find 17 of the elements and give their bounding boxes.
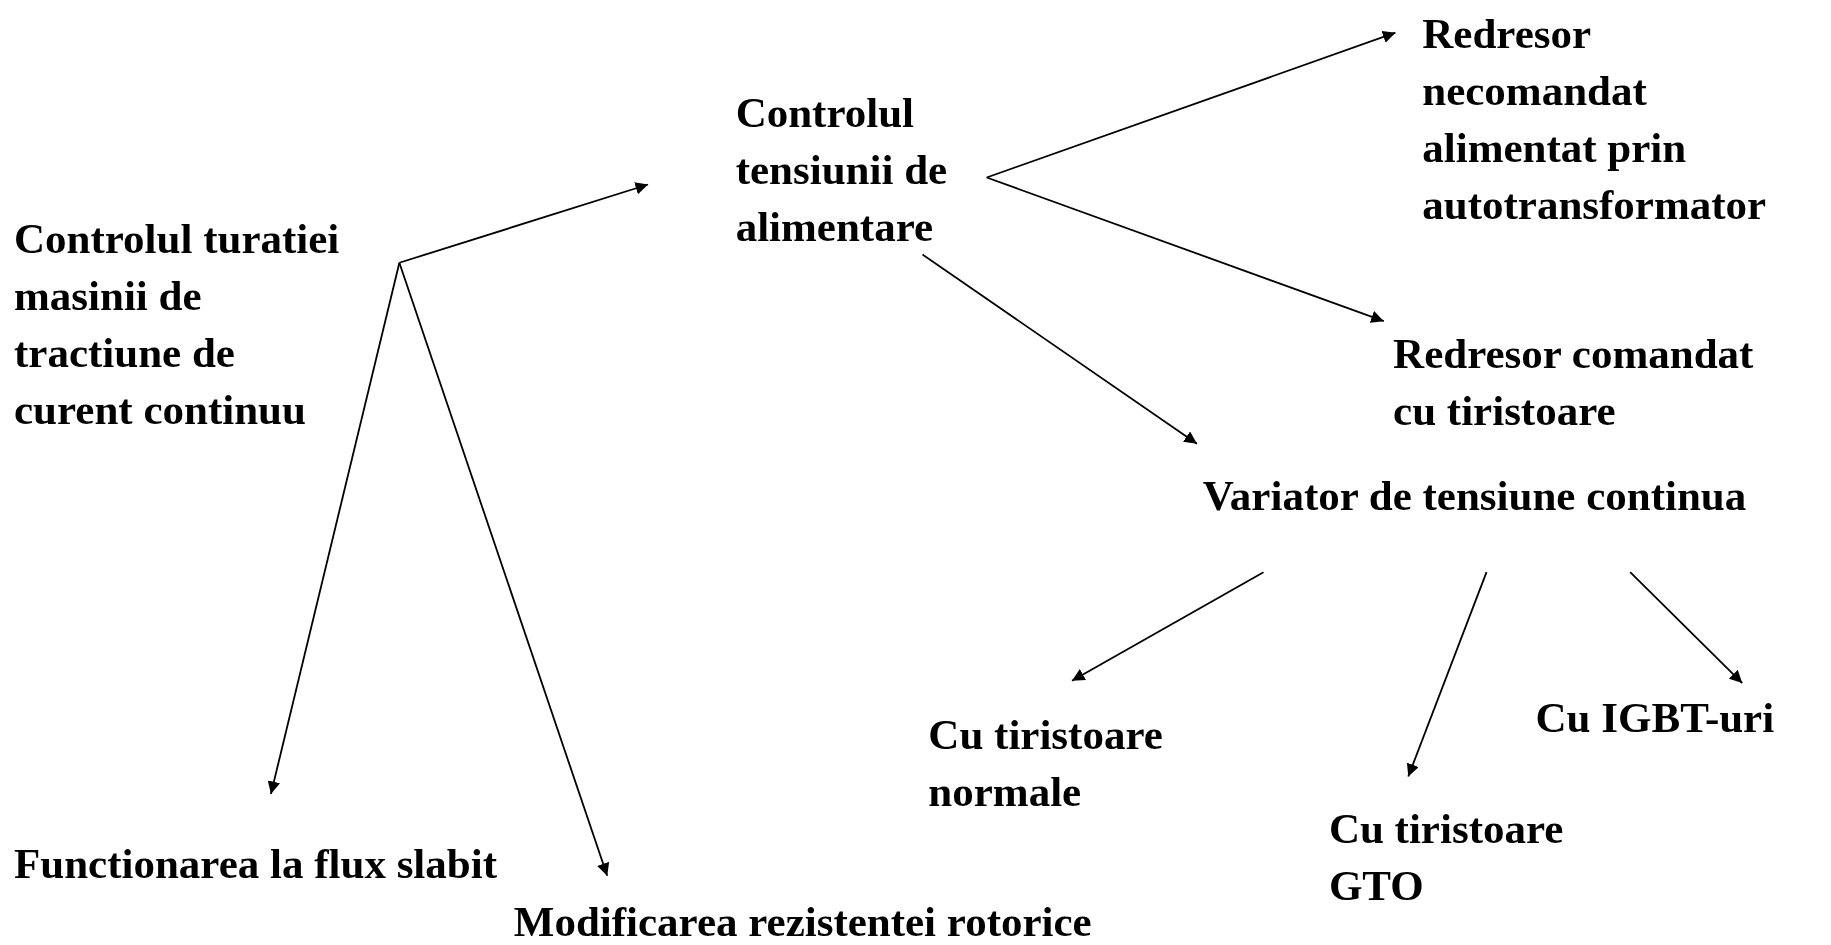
node-label: Variator de tensiune continua (1191, 443, 1822, 573)
arrow (1629, 571, 1744, 684)
arrow (921, 253, 1198, 445)
node-label: Controlul turatiei masinii de tractiune de curent continuu (14, 210, 400, 438)
arrow (1406, 571, 1488, 778)
arrow (985, 30, 1397, 179)
arrow (398, 182, 649, 264)
node-label: Cu IGBT-uri (1535, 683, 1816, 747)
node-label: Redresor comandat cu tiristoare (1377, 321, 1801, 440)
node-label: Cu tiristoare normale (928, 680, 1221, 821)
node-label: Redresor necomandat alimentat prin autotransformator (1395, 4, 1816, 233)
arrow (398, 261, 610, 877)
node-label: Controlul tensiunii de alimentare (648, 84, 987, 255)
arrow (985, 176, 1385, 323)
node-label: Cu tiristoare GTO (1328, 776, 1610, 915)
arrow (267, 261, 401, 795)
arrow (1071, 571, 1265, 682)
